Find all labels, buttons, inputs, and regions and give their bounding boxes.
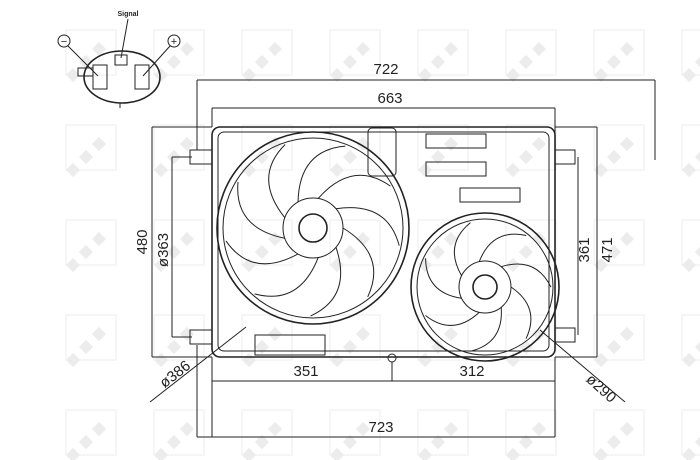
dimension-labels: 722 663 480 ø363 361 471 ø386 351 312 ø2… [134,61,619,436]
dim-723: 723 [368,419,393,436]
connector-diagram: − + Signal [57,11,181,108]
watermark-logo [65,219,117,273]
dim-663: 663 [377,90,402,107]
vent-flap [254,334,326,356]
vent-flap [425,161,487,177]
dim-361: 361 [576,237,593,262]
watermark-logo [593,124,645,178]
fan-blade [501,263,552,288]
positive-terminal [134,64,150,90]
signal-pin [114,54,128,66]
watermark-logo [681,314,700,368]
watermark-logo [505,124,557,178]
watermark-logo [417,124,469,178]
fan-blade [478,233,527,262]
left-fan-motor [282,197,344,259]
watermark-logo [417,29,469,83]
watermark-logo [153,314,205,368]
dim-290: ø290 [583,371,620,407]
plus-symbol: + [171,36,177,48]
watermark-logo [241,219,293,273]
dim-351: 351 [293,363,318,380]
watermark-logo [593,409,645,460]
dimension-lines [149,79,656,438]
watermark-logo [417,409,469,460]
dim-363: ø363 [155,233,172,267]
left-fan [216,131,410,325]
watermark-logo [153,124,205,178]
watermark-logo [241,29,293,83]
watermark-logo [65,314,117,368]
mount-bracket [189,149,213,165]
watermark-logo [593,29,645,83]
minus-symbol: − [61,36,67,48]
watermark-logo [681,219,700,273]
fan-blade [425,311,480,326]
center-mount [387,353,397,363]
fan-blade [237,181,285,239]
dim-480: 480 [134,229,151,254]
motor-connector [367,127,397,177]
plus-icon [167,34,181,48]
vent-flap [459,187,521,203]
signal-label: Signal [117,11,138,18]
fan-blade [342,227,375,298]
watermark-logo [65,124,117,178]
fan-blade [335,207,400,246]
watermark-logo [417,219,469,273]
right-fan [410,212,560,362]
watermark-logo [241,314,293,368]
dim-722: 722 [373,61,398,78]
fan-blade [510,286,532,339]
dim-312: 312 [459,363,484,380]
watermark-logo [505,409,557,460]
connector-latch [77,67,94,77]
mount-bracket [554,327,576,343]
watermark-logo [241,409,293,460]
fan-blade [425,258,462,299]
watermark-logo [329,314,381,368]
watermark-logo [153,409,205,460]
negative-terminal [92,64,108,90]
fan-blade [297,145,346,203]
watermark-logo [505,219,557,273]
watermark-logo [681,409,700,460]
fan-blade [225,240,299,265]
fan-blade [254,257,319,297]
watermark-logo [65,29,117,83]
right-fan-motor [458,260,512,314]
vent-flap [425,133,487,149]
watermark-logo [681,29,700,83]
fan-blade [470,307,502,352]
mount-bracket [554,149,576,165]
fan-blade [317,174,391,199]
watermark-logo [681,124,700,178]
watermark-logo [329,124,381,178]
watermark-logo [593,314,645,368]
dim-471: 471 [599,237,616,262]
mount-bracket [189,329,213,345]
shroud-outline [211,126,556,358]
watermark-logo [329,409,381,460]
watermark-logo [65,409,117,460]
watermark-logo [329,29,381,83]
minus-icon [57,34,71,48]
watermark-logo [505,29,557,83]
fan-blade [268,144,286,219]
fan-blade [310,247,342,317]
fan-blade [453,222,471,276]
